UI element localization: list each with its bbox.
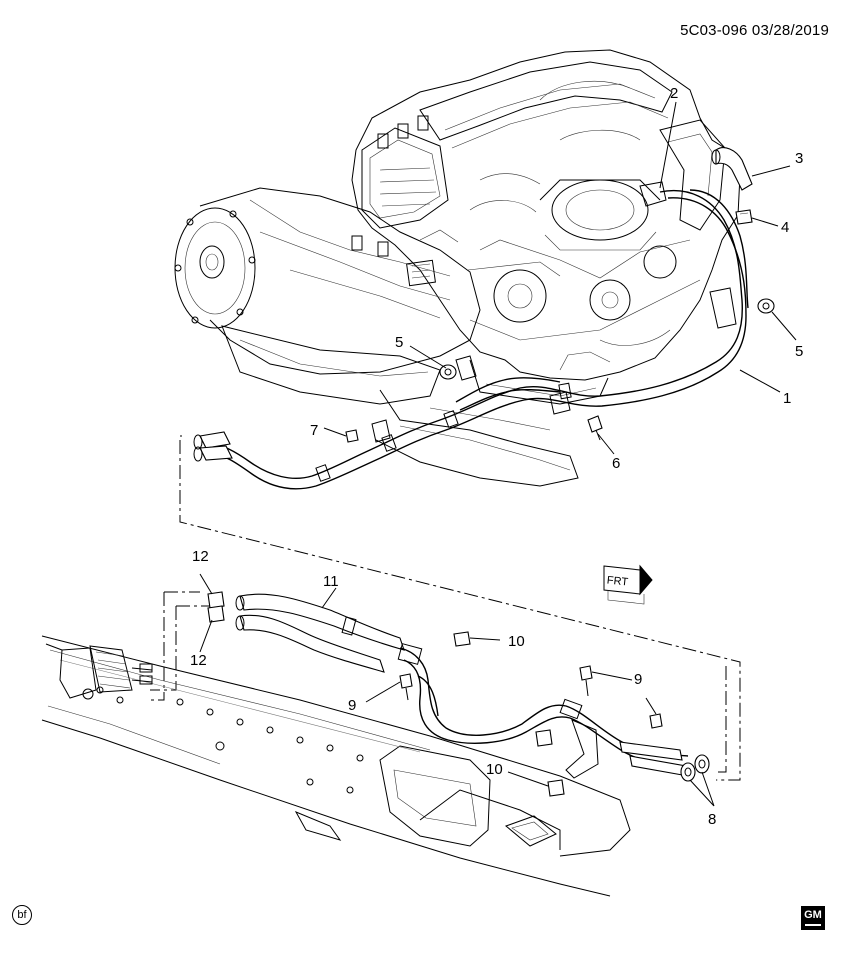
bolt-6 [587,415,603,441]
callout-8: 8 [708,811,716,828]
callout-11: 11 [323,573,339,590]
diagram-id: 5C03-096 03/28/2019 [680,22,829,39]
gm-logo-text: GM [804,909,822,921]
clip-8 [680,754,710,782]
callout-5-left: 5 [395,334,403,351]
callout-9-left: 9 [348,697,356,714]
grommet-5 [439,298,775,380]
callout-numbers: 2 3 4 5 1 5 6 7 12 11 12 10 9 9 10 8 [190,85,803,828]
callout-4: 4 [781,219,789,236]
front-direction-label: FRT [606,574,629,588]
bf-badge: bf [12,905,32,925]
callout-12-bottom: 12 [190,652,207,669]
callout-6: 6 [612,455,620,472]
callout-3: 3 [795,150,803,167]
cooler-hose-end-3 [711,147,753,191]
clip-10 [453,631,565,797]
cooler-line-upper [193,181,749,490]
callout-10-top: 10 [508,633,525,650]
gm-logo: GM [801,906,825,930]
bolt-9 [399,665,663,729]
clip-12 [207,591,225,623]
transmission [174,187,579,487]
transmission-oil-cooler [45,643,153,700]
cooler-hose-11 [235,593,405,673]
callout-12-top: 12 [192,548,209,565]
bolt-7 [345,429,359,443]
connection-guide-lines [150,435,741,781]
cooler-line-lower [397,643,691,779]
vehicle-frame [41,635,631,897]
clip-4 [735,209,753,225]
callout-1: 1 [783,390,791,407]
callout-5-right: 5 [795,343,803,360]
callout-10-bottom: 10 [486,761,503,778]
callout-7: 7 [310,422,318,439]
leader-lines [199,101,797,807]
gm-logo-bar [805,924,821,926]
callout-9-right: 9 [634,671,642,688]
engine-assembly [351,49,741,405]
callout-2: 2 [670,85,678,102]
front-direction-marker: FRT [603,564,653,605]
